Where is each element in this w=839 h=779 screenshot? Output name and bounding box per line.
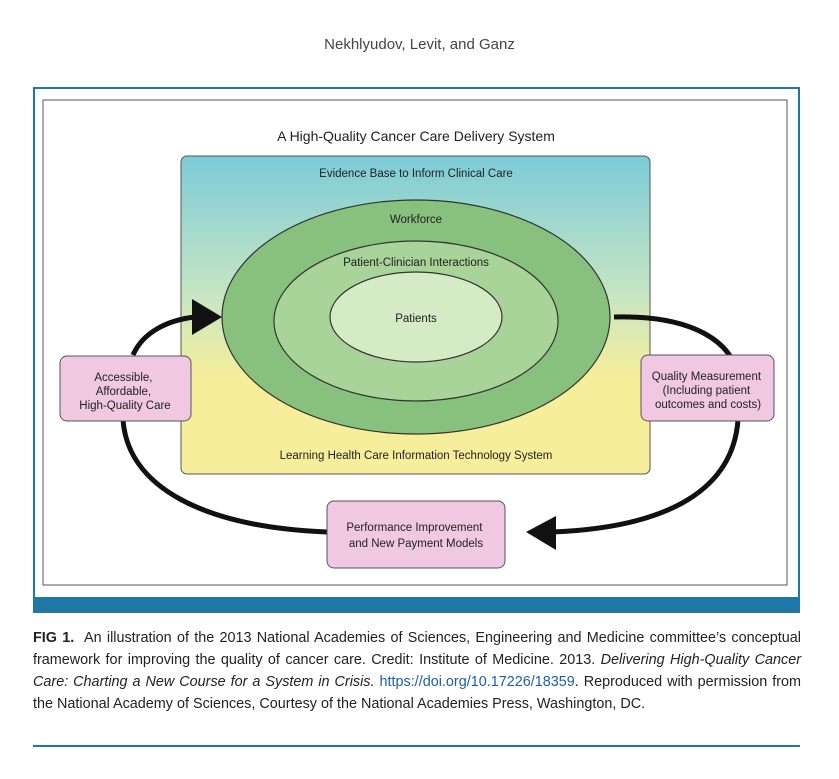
workforce-label: Workforce (390, 214, 442, 226)
arrow-bottom-left-curve (120, 419, 328, 535)
accessible-care-box (59, 355, 192, 422)
doi-link[interactable]: https://doi.org/10.17226/18359 (379, 674, 575, 690)
framework-diagram: A High-Quality Cancer Care Delivery Syst… (42, 99, 788, 586)
caption-book-title: Delivering High-Quality Cancer Care: Cha… (33, 652, 801, 690)
arrowhead-left (192, 299, 222, 335)
bottom-rule (33, 745, 800, 747)
performance-improvement-box (326, 500, 506, 569)
performance-improvement-label: Performance Improvement and New Payment … (346, 522, 485, 550)
figure-bottom-bar (33, 599, 800, 613)
learning-system-label: Learning Health Care Information Technol… (280, 450, 553, 462)
caption-text-end: . Reproduced with permission from the Na… (33, 674, 801, 712)
patients-ellipse (329, 271, 503, 363)
quality-measurement-box (640, 354, 775, 422)
evidence-base-label: Evidence Base to Inform Clinical Care (319, 168, 513, 180)
arrow-bottom-right-curve (552, 419, 741, 535)
figure-caption: FIG 1. An illustration of the 2013 Natio… (33, 627, 801, 715)
caption-text: An illustration of the 2013 National Aca… (33, 630, 802, 668)
caption-label: FIG 1. (33, 630, 75, 646)
arrow-left-curve (130, 314, 196, 357)
patients-label: Patients (395, 313, 437, 325)
diagram-title: A High-Quality Cancer Care Delivery Syst… (277, 128, 555, 144)
arrowhead-bottom (526, 516, 556, 550)
interactions-label: Patient-Clinician Interactions (343, 257, 489, 269)
accessible-care-label: Accessible, Affordable, High-Quality Car… (79, 372, 170, 412)
running-header: Nekhlyudov, Levit, and Ganz (324, 36, 515, 53)
quality-measurement-label: Quality Measurement (Including patient o… (652, 371, 765, 411)
